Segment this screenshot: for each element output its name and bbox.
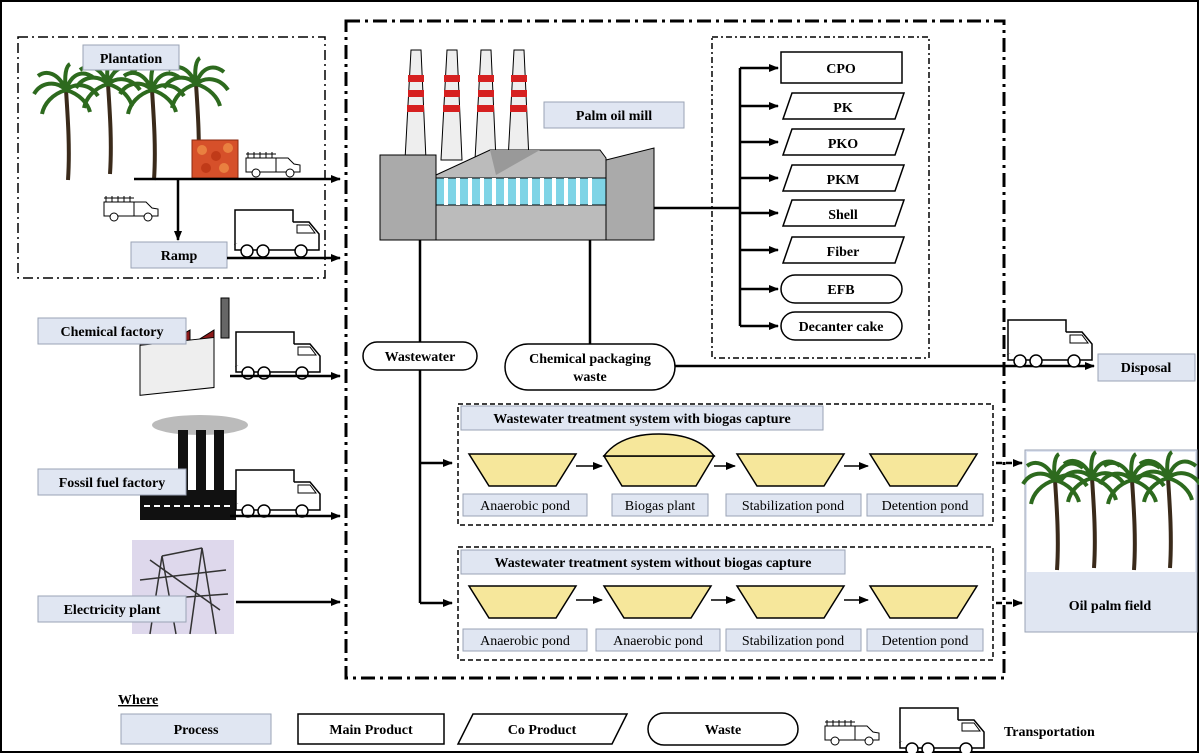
pond-label: Stabilization pond xyxy=(742,499,844,514)
pond-icon xyxy=(870,454,977,486)
nobiogas-system-title: Wastewater treatment system without biog… xyxy=(495,556,812,571)
pond-icon xyxy=(870,586,977,618)
pond-label: Detention pond xyxy=(882,634,969,649)
disposal-label: Disposal xyxy=(1121,361,1172,376)
biogas-system-title: Wastewater treatment system with biogas … xyxy=(493,412,790,427)
product-label: PKO xyxy=(828,137,858,152)
legend-co-product-label: Co Product xyxy=(508,723,577,738)
legend-waste-label: Waste xyxy=(705,723,742,738)
product-label: Shell xyxy=(828,208,858,223)
product-label: PK xyxy=(833,101,853,116)
biogas-plant-icon xyxy=(604,456,714,486)
truck-icon xyxy=(1008,320,1092,367)
chemical-factory-icon xyxy=(140,298,229,395)
palm-oil-mill-icon xyxy=(380,50,654,240)
product-region xyxy=(712,37,929,358)
legend-transportation-label: Transportation xyxy=(1004,725,1095,740)
product-label: PKM xyxy=(827,173,860,188)
pond-icon xyxy=(737,586,844,618)
product-label: EFB xyxy=(827,283,854,298)
pickup-truck-icon xyxy=(104,196,158,221)
pond-icon xyxy=(604,586,711,618)
chemical-factory-label: Chemical factory xyxy=(60,325,163,340)
palm-oil-mill-label: Palm oil mill xyxy=(576,109,652,124)
legend-main-product-label: Main Product xyxy=(329,723,413,738)
legend-process-label: Process xyxy=(174,723,219,738)
pond-label: Detention pond xyxy=(882,499,969,514)
pond-label: Stabilization pond xyxy=(742,634,844,649)
truck-icon xyxy=(900,708,984,753)
chemical-packaging-label-1: Chemical packaging xyxy=(529,352,651,367)
product-label: Decanter cake xyxy=(799,320,884,335)
pickup-truck-icon xyxy=(246,152,300,177)
fossil-fuel-factory-label: Fossil fuel factory xyxy=(59,476,166,491)
product-label: Fiber xyxy=(827,245,860,260)
legend-title: Where xyxy=(118,693,158,708)
pickup-truck-icon xyxy=(825,720,879,745)
pond-label: Biogas plant xyxy=(625,499,695,514)
pond-label: Anaerobic pond xyxy=(480,634,570,649)
pond-icon xyxy=(469,586,576,618)
oil-palm-field-label: Oil palm field xyxy=(1069,599,1152,614)
pond-label: Anaerobic pond xyxy=(613,634,703,649)
chemical-packaging-label-2: waste xyxy=(573,370,606,385)
pond-icon xyxy=(469,454,576,486)
truck-icon xyxy=(235,210,319,257)
pond-icon xyxy=(737,454,844,486)
truck-icon xyxy=(236,332,320,379)
electricity-plant-label: Electricity plant xyxy=(64,603,161,618)
product-label: CPO xyxy=(826,62,856,77)
fossil-fuel-factory-icon xyxy=(140,415,248,520)
plantation-label: Plantation xyxy=(100,52,162,67)
wastewater-label: Wastewater xyxy=(385,350,456,365)
pond-label: Anaerobic pond xyxy=(480,499,570,514)
truck-icon xyxy=(236,470,320,517)
ramp-label: Ramp xyxy=(161,249,198,264)
